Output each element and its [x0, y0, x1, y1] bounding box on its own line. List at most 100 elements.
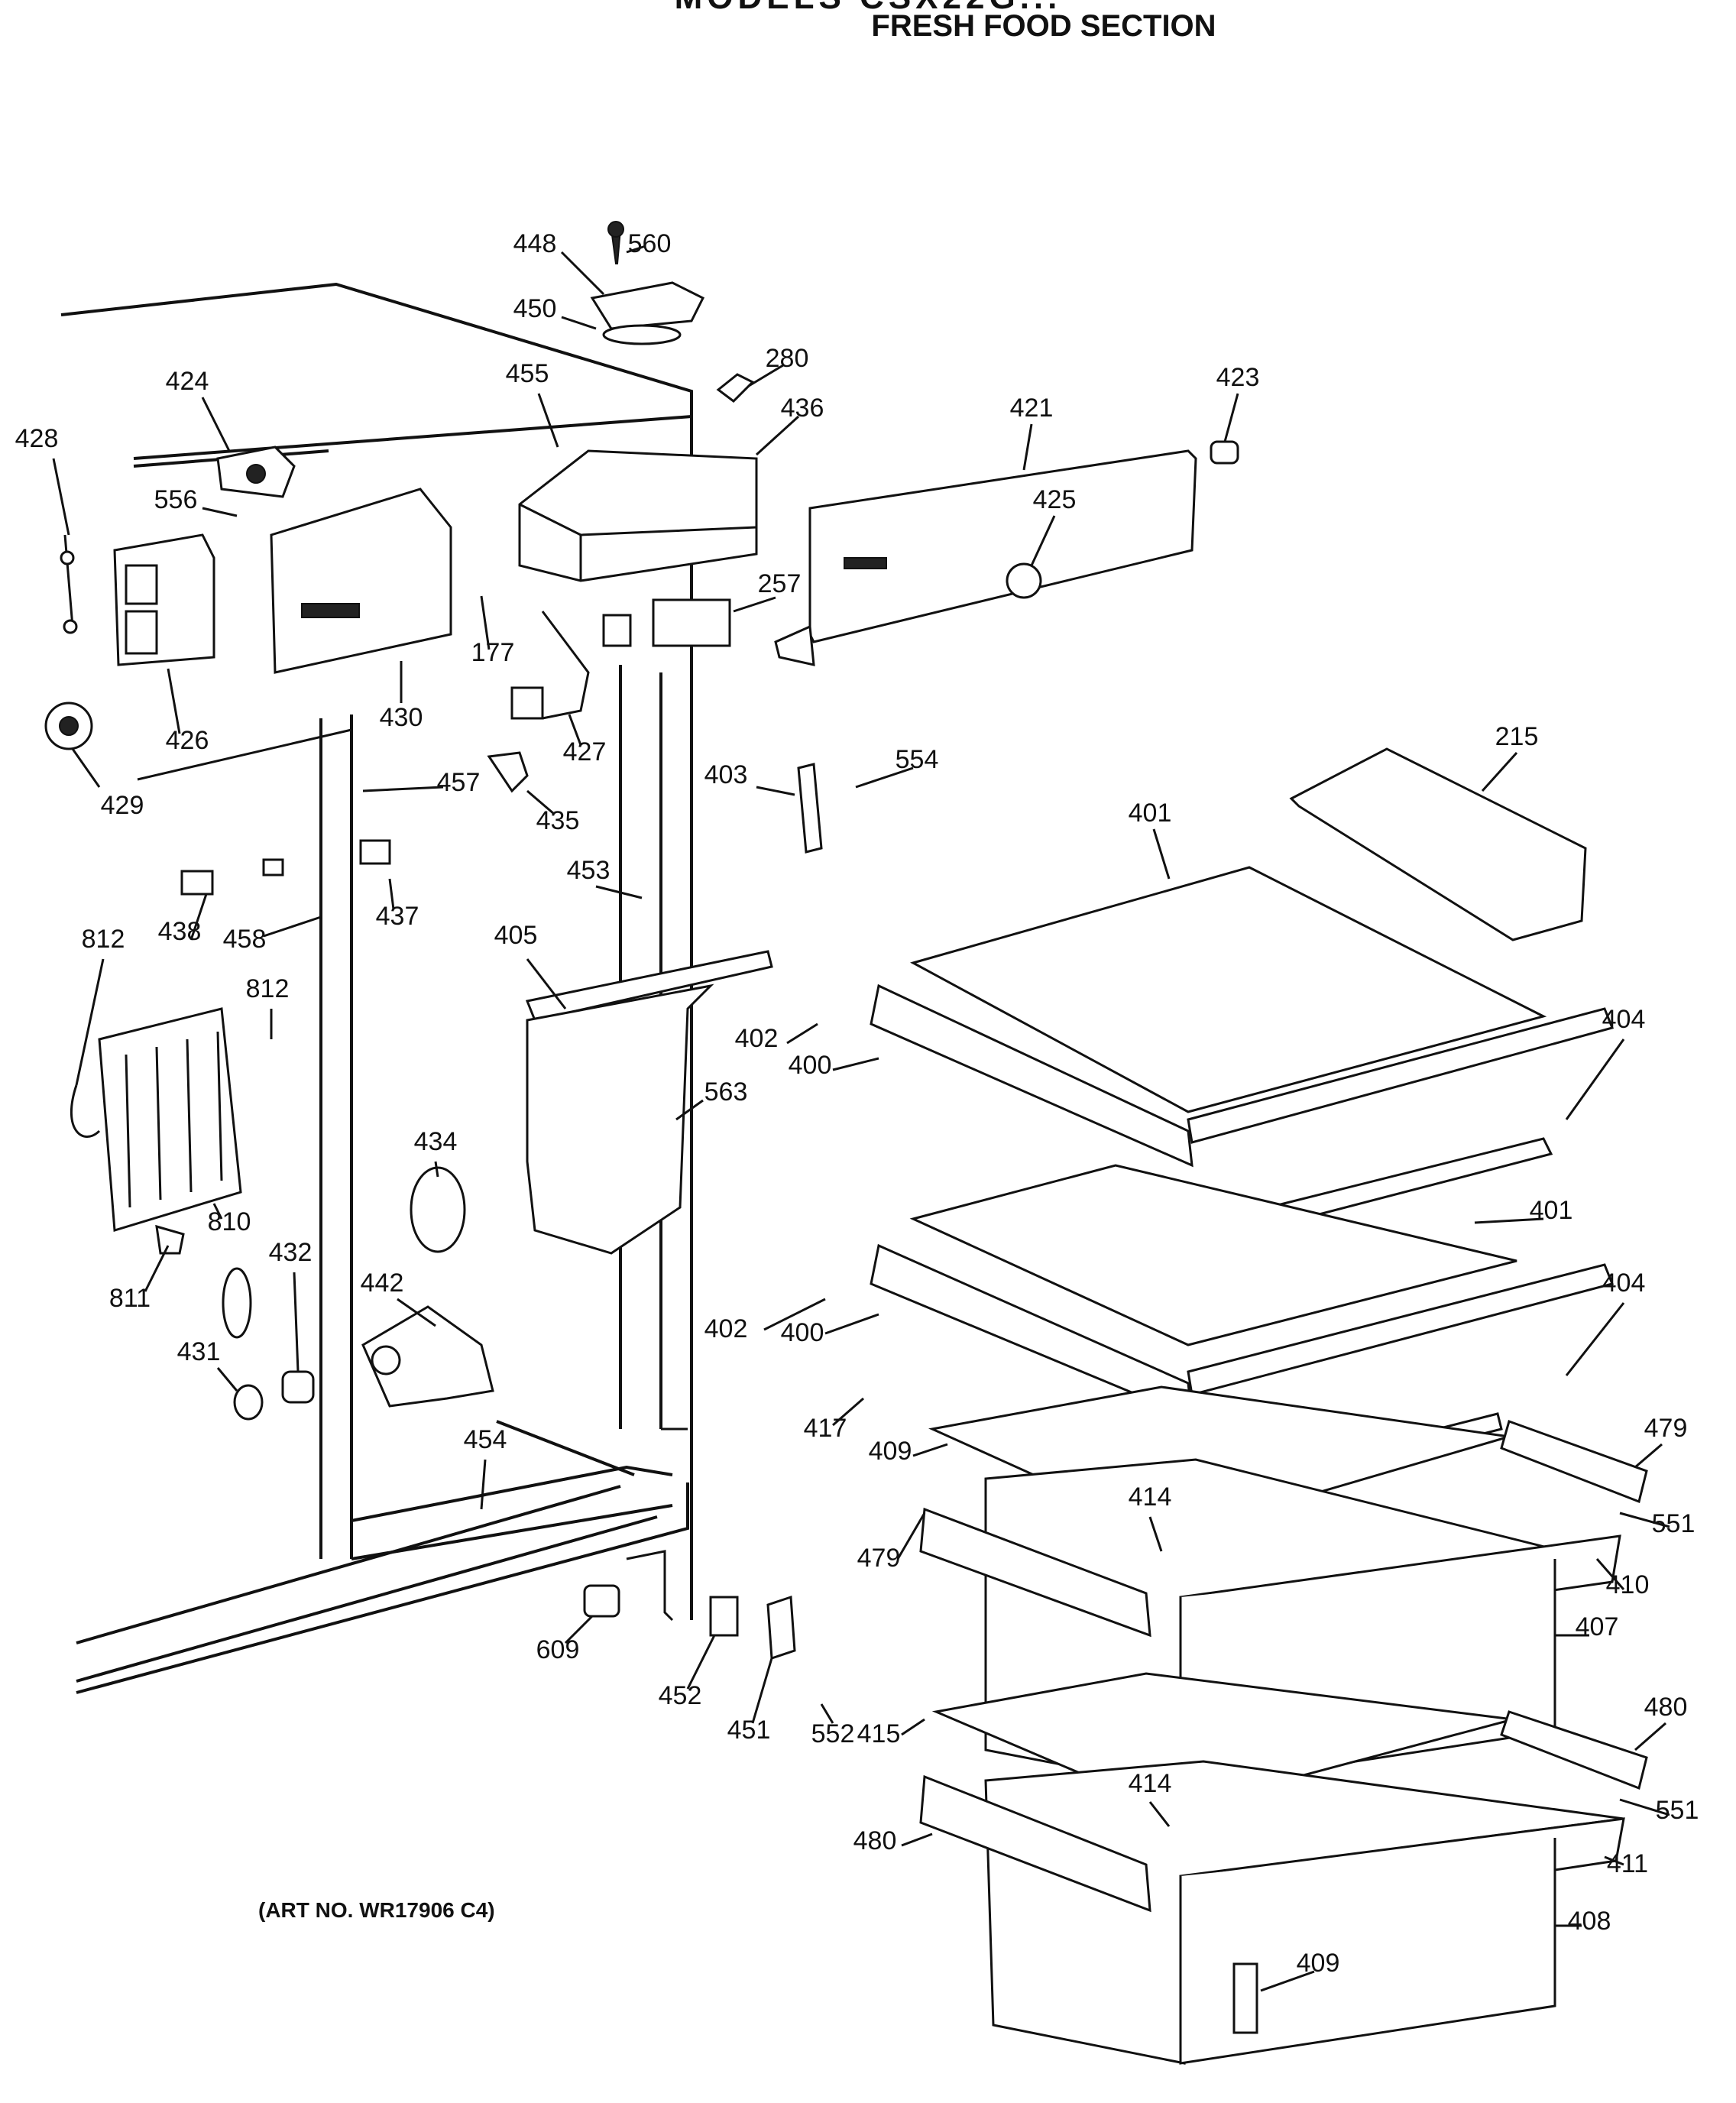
part-callout: 414 [1129, 1482, 1171, 1552]
part-number-label: 402 [704, 1314, 748, 1343]
part-callout: 423 [1216, 363, 1259, 442]
part-callout: 411 [1604, 1849, 1648, 1878]
hinge-hardware [583, 1584, 796, 1661]
part-callout: 480 [1634, 1693, 1688, 1751]
part-number-label: 480 [1644, 1693, 1688, 1722]
part-callout: 409 [869, 1437, 948, 1466]
part-callout: 811 [109, 1245, 170, 1313]
part-number-label: 424 [166, 367, 209, 396]
part-number-label: 436 [781, 394, 824, 423]
part-number-label: 609 [536, 1635, 580, 1664]
part-number-label: 457 [437, 768, 481, 797]
part-number-label: 404 [1602, 1269, 1646, 1298]
leader-line [832, 1057, 879, 1071]
part-callout: 430 [380, 661, 423, 732]
part-callout: 442 [361, 1269, 436, 1327]
part-number-label: 479 [1644, 1414, 1688, 1443]
leader-line [564, 1615, 594, 1644]
part-callout: 452 [659, 1635, 716, 1710]
leader-line [216, 1367, 238, 1392]
wiring-harness [510, 598, 731, 720]
lower-crisper-drawer [919, 1672, 1625, 2065]
part-callout: 454 [464, 1425, 507, 1510]
leader-line [1565, 1302, 1625, 1376]
part-callout: 432 [269, 1238, 313, 1372]
part-number-label: 455 [506, 359, 549, 388]
leader-line [1619, 1512, 1670, 1528]
part-callout: 405 [494, 921, 567, 1009]
leader-line [1634, 1443, 1663, 1469]
part-callout: 810 [208, 1203, 251, 1236]
part-callout: 448 [513, 229, 605, 296]
part-callout: 457 [362, 768, 481, 797]
leader-line [480, 595, 491, 650]
part-number-label: 400 [789, 1051, 832, 1080]
leader-line [756, 786, 795, 796]
leader-line [167, 668, 181, 734]
leader-line [201, 397, 231, 452]
part-number-label: 432 [269, 1238, 313, 1267]
part-number-label: 428 [15, 424, 59, 453]
part-number-label: 453 [567, 856, 611, 885]
part-callout: 421 [1010, 394, 1054, 471]
leader-line [1481, 751, 1518, 792]
part-callout: 563 [675, 1077, 747, 1121]
leader-line [1260, 1970, 1315, 1992]
part-number-label: 554 [896, 745, 939, 774]
part-callout: 426 [166, 668, 209, 755]
part-callout: 404 [1565, 1005, 1645, 1120]
part-callout: 280 [748, 344, 808, 387]
part-number-label: 452 [659, 1681, 702, 1710]
part-callout: 560 [626, 229, 672, 258]
leader-line [202, 507, 238, 517]
thermostat-assembly [216, 446, 296, 498]
part-number-label: 812 [246, 974, 290, 1003]
leader-line [786, 1022, 818, 1045]
part-number-label: 421 [1010, 394, 1054, 423]
leader-line [362, 786, 444, 792]
part-number-label: 257 [758, 569, 802, 598]
part-number-label: 434 [414, 1127, 458, 1156]
leader-line [212, 1203, 223, 1220]
part-number-label: 405 [494, 921, 538, 950]
part-number-label: 430 [380, 703, 423, 732]
part-callout: 402 [735, 1022, 818, 1053]
part-number-label: 429 [101, 791, 144, 820]
part-number-label: 560 [628, 229, 672, 258]
leader-line [912, 1443, 948, 1457]
part-callout: 177 [471, 595, 514, 667]
part-callout: 409 [1260, 1949, 1339, 1992]
part-callout: 434 [414, 1127, 458, 1178]
part-number-label: 810 [208, 1207, 251, 1236]
leader-line [675, 1099, 704, 1121]
leader-line [480, 1459, 487, 1510]
part-callout: 450 [513, 294, 597, 330]
crisper-cover-bracket [525, 950, 773, 1255]
part-number-label: 403 [704, 760, 748, 789]
part-callout: 458 [223, 915, 322, 954]
part-number-label: 414 [1129, 1769, 1172, 1798]
part-callout: 414 [1129, 1769, 1172, 1827]
leader-line [52, 458, 70, 536]
part-callout: 402 [704, 1298, 826, 1343]
part-number-label: 812 [82, 925, 125, 954]
part-callout: 400 [781, 1313, 879, 1347]
part-callout: 435 [526, 789, 579, 835]
part-callout: 401 [1474, 1196, 1572, 1225]
leader-line [1022, 423, 1033, 471]
part-number-label: 215 [1495, 722, 1539, 751]
part-callout: 404 [1565, 1269, 1646, 1376]
leader-line [824, 1313, 879, 1335]
part-callout: 215 [1481, 722, 1539, 792]
small-clip-parts [180, 839, 391, 896]
leader-line [263, 915, 322, 938]
part-number-label: 450 [513, 294, 557, 323]
part-number-label: 427 [563, 737, 607, 766]
leader-line [1595, 1558, 1625, 1590]
part-number-label: 811 [109, 1284, 151, 1313]
leader-line [1565, 1039, 1625, 1120]
part-number-label: 417 [804, 1414, 847, 1443]
part-callout: 425 [1030, 485, 1076, 566]
light-switch-part [60, 534, 78, 634]
leader-line [896, 1512, 926, 1560]
